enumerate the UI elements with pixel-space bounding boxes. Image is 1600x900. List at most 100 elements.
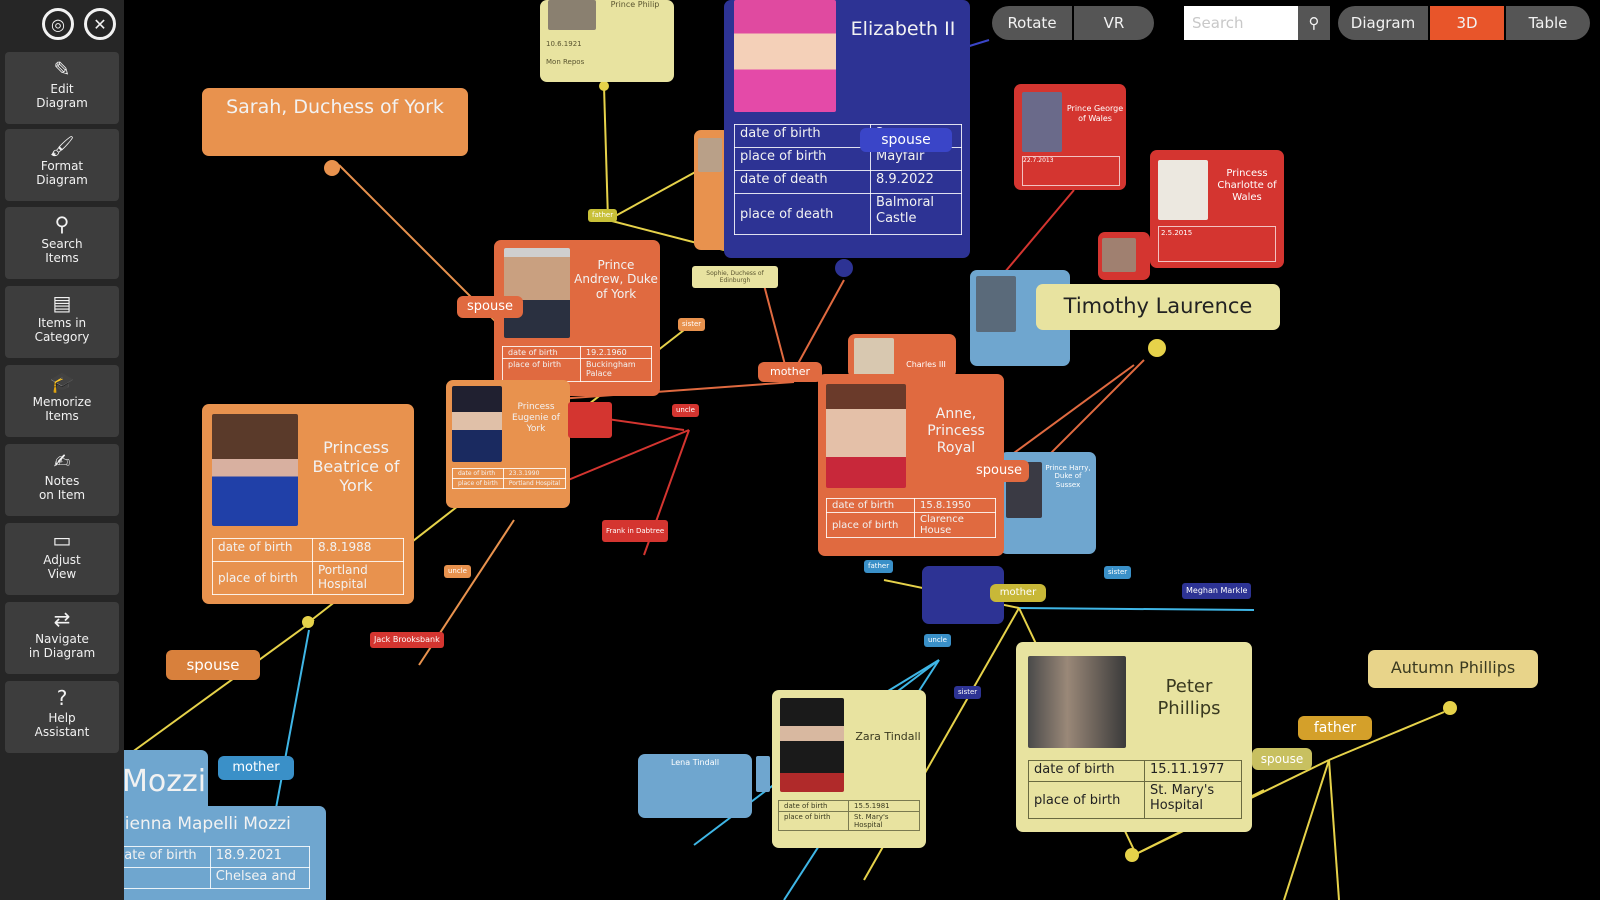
node-meghan-markle[interactable]: Meghan Markle [1182, 583, 1252, 599]
person-photo [1028, 656, 1126, 748]
adjust-view-button[interactable]: ▭ Adjust View [5, 523, 119, 595]
node-timothy-laurence[interactable]: Timothy Laurence [1036, 284, 1280, 330]
memorize-items-button[interactable]: 🎓 Memorize Items [5, 365, 119, 437]
search-button[interactable]: ⚲ [1298, 6, 1330, 40]
brush-icon: 🖌 [49, 134, 75, 158]
edge-line [1283, 759, 1330, 900]
edge-label-spouse: spouse [1252, 748, 1312, 770]
node-mozzi[interactable]: Mozzi [124, 750, 208, 814]
notes-icon: ✍ [53, 449, 71, 473]
connection-endpoints [302, 81, 1457, 862]
edge-line [607, 169, 700, 221]
edge-line [993, 189, 1075, 286]
items-in-category-button[interactable]: ▤ Items in Category [5, 286, 119, 358]
vr-button[interactable]: VR [1074, 6, 1154, 40]
edge-label-spouse: spouse [457, 296, 523, 318]
edge-label-father: father [1298, 716, 1372, 740]
node-philip-top[interactable]: Prince Philip 10.6.1921 Mon Repos [540, 0, 674, 82]
person-photo [698, 138, 722, 172]
close-icon[interactable]: ✕ [84, 8, 116, 40]
navigate-in-diagram-button[interactable]: ⇄ Navigate in Diagram [5, 602, 119, 674]
edge-line [1018, 607, 1255, 611]
settings-icon[interactable]: ◎ [42, 8, 74, 40]
edge-endpoint [302, 616, 314, 628]
node-prince-george[interactable]: Prince George of Wales 22.7.2013 [1014, 84, 1126, 190]
format-diagram-button[interactable]: 🖌 Format Diagram [5, 129, 119, 201]
node-lena-tindall[interactable]: Lena Tindall [638, 754, 752, 818]
node-red-fragment [568, 402, 612, 438]
edge-line [1328, 711, 1445, 761]
node-jack-brooksbank[interactable]: Jack Brooksbank [370, 632, 444, 648]
rotate-button[interactable]: Rotate [992, 6, 1072, 40]
edge-label-sister: sister [678, 318, 706, 331]
person-photo [548, 0, 596, 30]
graduation-cap-icon: 🎓 [49, 370, 75, 394]
node-sarah-duchess-of-york[interactable]: Sarah, Duchess of York [202, 88, 468, 156]
person-photo [976, 276, 1016, 332]
node-princess-charlotte[interactable]: Princess Charlotte of Wales 2.5.2015 [1150, 150, 1284, 268]
search-icon: ⚲ [1308, 14, 1320, 32]
person-photo [452, 386, 502, 462]
person-photo [826, 384, 906, 488]
edge-endpoint [599, 81, 609, 91]
edge-line [543, 381, 795, 401]
edge-label-uncle: uncle [672, 404, 699, 417]
search-items-button[interactable]: ⚲ Search Items [5, 207, 119, 279]
edge-label-mother: mother [218, 756, 294, 780]
node-prince-louis[interactable] [1098, 232, 1150, 280]
node-sophie-small[interactable]: Sophie, Duchess of Edinburgh [692, 266, 778, 288]
edge-endpoint [835, 259, 853, 277]
view-diagram-button[interactable]: Diagram [1338, 6, 1428, 40]
left-toolbar: ◎ ✕ ✎ Edit Diagram 🖌 Format Diagram ⚲ Se… [0, 0, 124, 900]
node-prince-andrew[interactable]: Prince Andrew, Duke of York date of birt… [494, 240, 660, 396]
help-assistant-button[interactable]: ? Help Assistant [5, 681, 119, 753]
notes-on-item-button[interactable]: ✍ Notes on Item [5, 444, 119, 516]
edge-label-father: father [588, 209, 618, 222]
person-photo [1158, 160, 1208, 220]
search-icon: ⚲ [54, 212, 70, 236]
person-photo [854, 338, 894, 376]
edge-line [1328, 759, 1340, 900]
view-3d-button[interactable]: 3D [1430, 6, 1504, 40]
monitor-icon: ▭ [52, 528, 72, 552]
edge-label-mother: mother [758, 362, 822, 382]
edge-endpoint [324, 160, 340, 176]
node-sky-fragment [756, 756, 770, 792]
node-autumn-phillips[interactable]: Autumn Phillips [1368, 650, 1538, 688]
node-ferguson-small[interactable]: Frank in Dabtree [602, 520, 669, 542]
person-photo [504, 248, 570, 338]
view-table-button[interactable]: Table [1506, 6, 1590, 40]
edge-label-uncle: uncle [924, 634, 951, 647]
edit-diagram-button[interactable]: ✎ Edit Diagram [5, 52, 119, 124]
person-photo [1102, 238, 1136, 272]
person-photo [780, 698, 844, 792]
edge-line [603, 85, 609, 221]
pencil-icon: ✎ [53, 57, 71, 81]
diagram-canvas[interactable]: Prince Philip 10.6.1921 Mon Repos Sophie… [124, 0, 1600, 900]
edge-label-mother: mother [990, 584, 1046, 602]
search-input[interactable] [1184, 6, 1298, 40]
edge-endpoint [1443, 701, 1457, 715]
edge-label-spouse: spouse [969, 460, 1029, 482]
edge-label-sister: sister [1104, 566, 1132, 579]
edge-label-uncle: uncle [444, 565, 471, 578]
person-photo [734, 0, 836, 112]
arrows-icon: ⇄ [53, 607, 71, 631]
help-icon: ? [56, 686, 68, 710]
node-charles-iii[interactable]: Charles III [848, 334, 956, 378]
edge-label-spouse: spouse [860, 128, 952, 152]
edge-line [124, 619, 315, 759]
